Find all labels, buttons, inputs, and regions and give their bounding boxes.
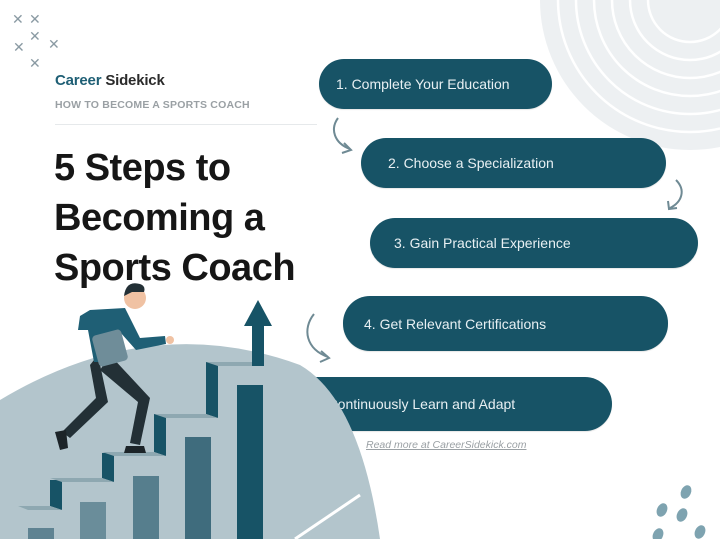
read-more-link[interactable]: Read more at CareerSidekick.com [366, 439, 527, 451]
page-subtitle: HOW TO BECOME A SPORTS COACH [55, 99, 250, 111]
page-title: 5 Steps to Becoming a Sports Coach [54, 143, 354, 293]
stairs-illustration [0, 283, 380, 539]
x-mark-icon: ✕ [29, 55, 41, 71]
x-mark-icon: ✕ [13, 39, 25, 55]
concentric-rings-decoration [540, 0, 720, 150]
x-mark-icon: ✕ [48, 36, 60, 52]
brand-logo: Career Sidekick [55, 72, 165, 89]
title-line-2: Becoming a [54, 197, 265, 239]
x-mark-icon: ✕ [12, 11, 24, 27]
divider [55, 124, 317, 125]
step-4-pill: 4. Get Relevant Certifications [343, 296, 668, 351]
step-1-pill: 1. Complete Your Education [319, 59, 552, 109]
step-4-label: 4. Get Relevant Certifications [364, 315, 547, 332]
step-1-label: 1. Complete Your Education [336, 76, 510, 92]
title-line-3: Sports Coach [54, 247, 296, 289]
title-line-1: 5 Steps to [54, 147, 231, 189]
x-mark-icon: ✕ [29, 11, 41, 27]
step-2-pill: 2. Choose a Specialization [361, 138, 666, 188]
curved-arrow-icon [333, 117, 353, 154]
step-5-label: 5. Continuously Learn and Adapt [312, 396, 516, 412]
step-2-label: 2. Choose a Specialization [388, 155, 554, 171]
step-3-label: 3. Gain Practical Experience [394, 235, 571, 251]
x-mark-icon: ✕ [29, 28, 41, 44]
brand-name-part2: Sidekick [105, 72, 165, 89]
curved-arrow-icon [667, 179, 683, 211]
step-3-pill: 3. Gain Practical Experience [370, 218, 698, 268]
brand-name-part1: Career [55, 72, 102, 89]
decorative-dots [652, 485, 706, 539]
curved-arrow-icon [306, 313, 331, 363]
